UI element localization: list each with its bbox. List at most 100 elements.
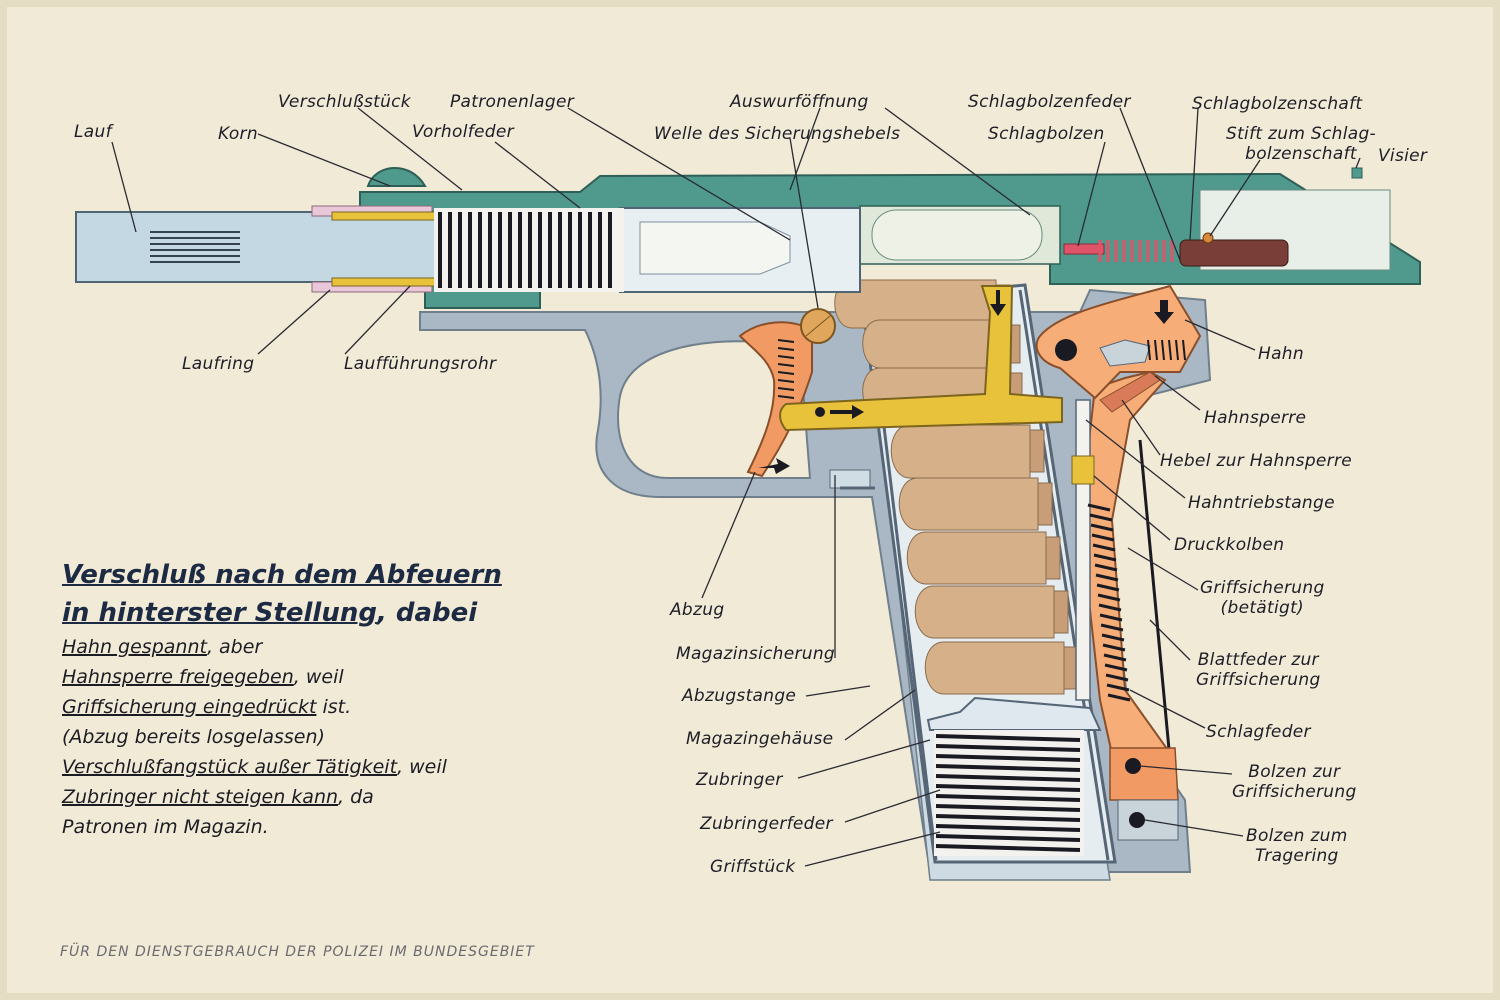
label-abzugstange: Abzugstange [682,686,797,706]
trigger-bar-pivot [815,407,825,417]
magazine-spring [934,730,1084,856]
label-welle: Welle des Sicherungshebels [654,124,901,144]
caption-title-line2: in hinterster Stellung, dabei [62,594,502,632]
caption-l1b: , aber [206,636,263,658]
label-visier: Visier [1378,146,1428,166]
label-laufring: Laufring [182,354,255,374]
druckkolben-plunger [1071,455,1095,485]
trigger-abzug [738,321,813,478]
label-bolzen-griffsicherung: Bolzen zur Griffsicherung [1232,762,1357,802]
follower-zubringer [926,696,1102,731]
label-hahn: Hahn [1258,344,1304,364]
hammer-strut-spring [1147,339,1186,361]
footer-note: FÜR DEN DIENSTGEBRAUCH DER POLIZEI IM BU… [60,944,535,960]
leaf-spring [1138,439,1172,761]
cartridge [914,585,1069,639]
caption-title-2b: , dabei [376,598,478,628]
hammer-spur-detail [1099,339,1151,367]
caption-l3a: Griffsicherung eingedrückt [62,696,317,718]
caption-title-line1: Verschluß nach dem Abfeuern [62,556,502,594]
label-hahnsperre: Hahnsperre [1204,408,1307,428]
label-schlagbolzenfeder: Schlagbolzenfeder [968,92,1131,112]
caption-l6a: Zubringer nicht steigen kann [62,786,339,808]
caption-line1: Hahn gespannt, aber [62,632,502,662]
caption-l5b: , weil [397,756,447,778]
label-hebel: Hebel zur Hahnsperre [1160,451,1353,471]
label-abzug: Abzug [670,600,725,620]
welle-hatch [805,315,831,337]
firing-pin-schlagbolzen [1063,243,1105,255]
label-griffstueck: Griffstück [710,857,796,877]
caption-l2b: , weil [293,666,344,688]
leader-lines [111,107,1361,867]
label-magazingehaeuse: Magazingehäuse [686,729,834,749]
label-griffsicherung: Griffsicherung (betätigt) [1200,578,1325,618]
cartridge [898,477,1053,531]
hammer-arrow [1154,300,1174,324]
trigger-bar-abzugstange [779,285,1063,432]
label-stift-line2: bolzenschaft [1245,144,1357,164]
barrel-rifling [150,231,240,263]
grip-safety-pivot [1109,747,1179,801]
label-blattfeder-line2: Griffsicherung [1196,670,1321,690]
label-stift: Stift zum Schlag- bolzenschaft [1226,124,1376,164]
trigger-spring [777,339,795,399]
label-schlagbolzenschaft: Schlagbolzenschaft [1192,94,1363,114]
hammer-pivot [1055,339,1077,361]
trigger-arrow [758,458,790,474]
label-verschlussstueck: Verschlußstück [278,92,411,112]
caption-line5: Verschlußfangstück außer Tätigkeit, weil [62,752,502,782]
cartridge [906,531,1061,585]
ejection-port [871,209,1043,261]
label-auswurf: Auswurföffnung [730,92,869,112]
label-hahntriebstange: Hahntriebstange [1188,493,1335,513]
caption-l2a: Hahnsperre freigegeben [62,666,294,688]
caption-l3b: ist. [316,696,352,718]
bolzen-tragering [1129,812,1145,828]
label-bolzen-tragering: Bolzen zum Tragering [1246,826,1348,866]
label-bolzen-trag-line2: Tragering [1254,846,1339,866]
chamber-detail [639,221,791,275]
caption-l1a: Hahn gespannt [62,636,207,658]
label-bolzen-trag-line1: Bolzen zum [1246,826,1348,846]
mainspring-schlagfeder [1087,503,1131,702]
label-griffsicherung-line2: (betätigt) [1220,598,1304,618]
label-stift-line1: Stift zum Schlag- [1226,124,1376,144]
lauffuehrungsrohr-top [331,211,443,221]
caption-line2: Hahnsperre freigegeben, weil [62,662,502,692]
trigger-bar-arrow [830,405,864,419]
label-schlagfeder: Schlagfeder [1206,722,1311,742]
drive-rod [1075,399,1091,701]
bolzen-griffsicherung [1125,758,1141,774]
caption-block: Verschluß nach dem Abfeuern in hinterste… [62,556,502,842]
label-blattfeder: Blattfeder zur Griffsicherung [1196,650,1321,690]
caption-line6: Zubringer nicht steigen kann, da [62,782,502,812]
label-magazinsicherung: Magazinsicherung [676,644,836,664]
label-zubringer: Zubringer [696,770,783,790]
caption-title-2a: in hinterster Stellung [62,598,377,628]
label-patronenlager: Patronenlager [450,92,575,112]
label-korn: Korn [218,124,258,144]
label-zubringerfeder: Zubringerfeder [700,814,833,834]
cartridge-stack [834,279,1079,695]
recoil-spring-vorholfeder [434,208,624,292]
firing-pin-spring [1098,240,1174,262]
label-bolzen-griff-line1: Bolzen zur [1248,762,1341,782]
magazine-safety-piece [829,469,871,489]
caption-l6b: , da [338,786,374,808]
safety-arrow [990,290,1006,316]
caption-line4: (Abzug bereits losgelassen) [62,726,325,748]
label-vorholfeder: Vorholfeder [412,122,514,142]
caption-line7: Patronen im Magazin. [62,816,269,838]
label-blattfeder-line1: Blattfeder zur [1197,650,1319,670]
label-lauf: Lauf [74,122,112,142]
label-lauffuehrungsrohr: Laufführungsrohr [344,354,497,374]
caption-l5a: Verschlußfangstück außer Tätigkeit [62,756,398,778]
magazine-wall-right [1018,289,1110,861]
caption-title-1: Verschluß nach dem Abfeuern [62,560,502,590]
firing-pin-shaft [1179,239,1289,267]
rear-sight-visier [1351,167,1363,179]
caption-line3: Griffsicherung eingedrückt ist. [62,692,502,722]
